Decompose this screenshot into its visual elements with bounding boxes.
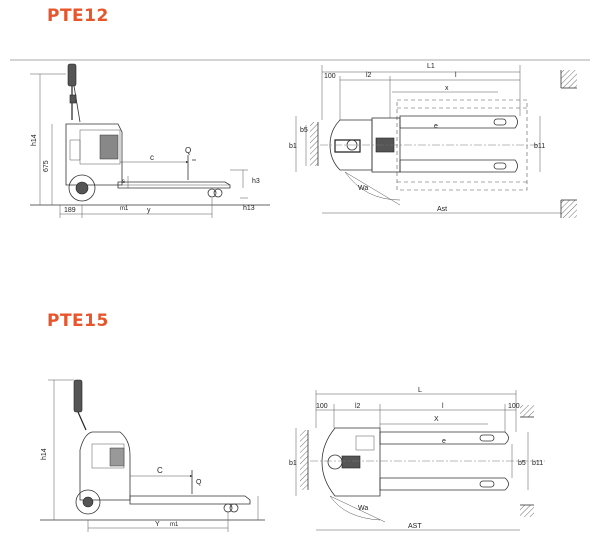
pte15-dim-l: l: [442, 403, 444, 410]
pte15-dim-X: X: [434, 416, 439, 423]
pte15-side-view: C Q h14 Y m1: [40, 379, 265, 532]
pte15-dim-AST: AST: [408, 523, 422, 530]
pte15-fork-lower: [379, 477, 509, 491]
pte12-top-body: [329, 119, 373, 171]
pte12-body: [65, 123, 123, 186]
pte12-dim-L1: L1: [427, 63, 435, 70]
pte12-dim-h14: h14: [31, 134, 38, 146]
pte15-fork-upper: [379, 431, 509, 445]
pte12-dim-b5: b5: [300, 127, 308, 134]
pte12-dim-s: s: [122, 179, 125, 185]
pte15-dim-b1: b1: [289, 460, 297, 467]
pte12-drive-wheel: [68, 174, 96, 202]
pte12-dim-l2: l2: [366, 72, 372, 79]
pte12-dim-m1: m1: [120, 206, 129, 212]
pte15-dim-L: L: [418, 387, 422, 394]
pte15-dim-Wa: Wa: [358, 505, 368, 512]
pte12-fork-lower: [399, 159, 518, 173]
pte15-dim-b11: b11: [532, 460, 543, 467]
pte12-dim-c: c: [150, 153, 154, 162]
pte12-dim-b11: b11: [534, 143, 545, 150]
pte15-dim-100-left: 100: [316, 403, 328, 410]
pte12-dim-b1: b1: [289, 143, 297, 150]
pte12-dim-189: 189: [64, 207, 76, 214]
pte15-drive-wheel: [75, 489, 101, 515]
pte12-tiller-head: [67, 63, 77, 87]
pte12-load-q: Q: [185, 146, 191, 155]
pte15-dim-100-right: 100: [508, 403, 520, 410]
pte12-dim-h3: h3: [252, 178, 260, 185]
pte15-dim-C: C: [157, 466, 163, 475]
pte15-dim-h14: h14: [41, 448, 48, 460]
pte15-load-q: Q: [196, 479, 202, 486]
pte12-dim-x: x: [445, 85, 449, 92]
pte12-dim-e: e: [434, 123, 438, 130]
pte12-dim-675: 675: [43, 160, 50, 172]
pte15-dim-e: e: [442, 438, 446, 445]
pte12-dim-l: l: [455, 72, 457, 79]
pte12-top-view: L1 100 l2 l x e b1 b5 b11 Wa Ast: [289, 63, 577, 218]
pte15-top-body: [321, 427, 381, 497]
pte15-tiller-head: [73, 379, 83, 413]
pte15-dim-m1: m1: [170, 522, 179, 528]
pte12-dim-y: y: [147, 207, 151, 214]
pte15-fork: [129, 495, 251, 505]
pte12-dim-h13: h13: [243, 205, 255, 212]
pte12-fork-upper: [399, 115, 518, 129]
pte12-dim-100: 100: [324, 73, 336, 80]
pte12-dim-Ast: Ast: [437, 206, 447, 213]
title-pte12: PTE12: [47, 6, 109, 26]
pte15-dim-l2: l2: [355, 403, 361, 410]
pte15-dim-b5: b5: [518, 460, 526, 467]
pte12-side-view: c Q h14 675 s m1 h3 h13 189 y: [30, 63, 270, 218]
pte15-top-view: L 100 100 l2 l X e b1 b5 b11 Wa AST: [289, 387, 545, 531]
title-pte15: PTE15: [47, 311, 109, 331]
pte15-dim-Y: Y: [155, 521, 160, 528]
pte12-dim-Wa: Wa: [358, 185, 368, 192]
pte12-fork: [117, 181, 231, 189]
